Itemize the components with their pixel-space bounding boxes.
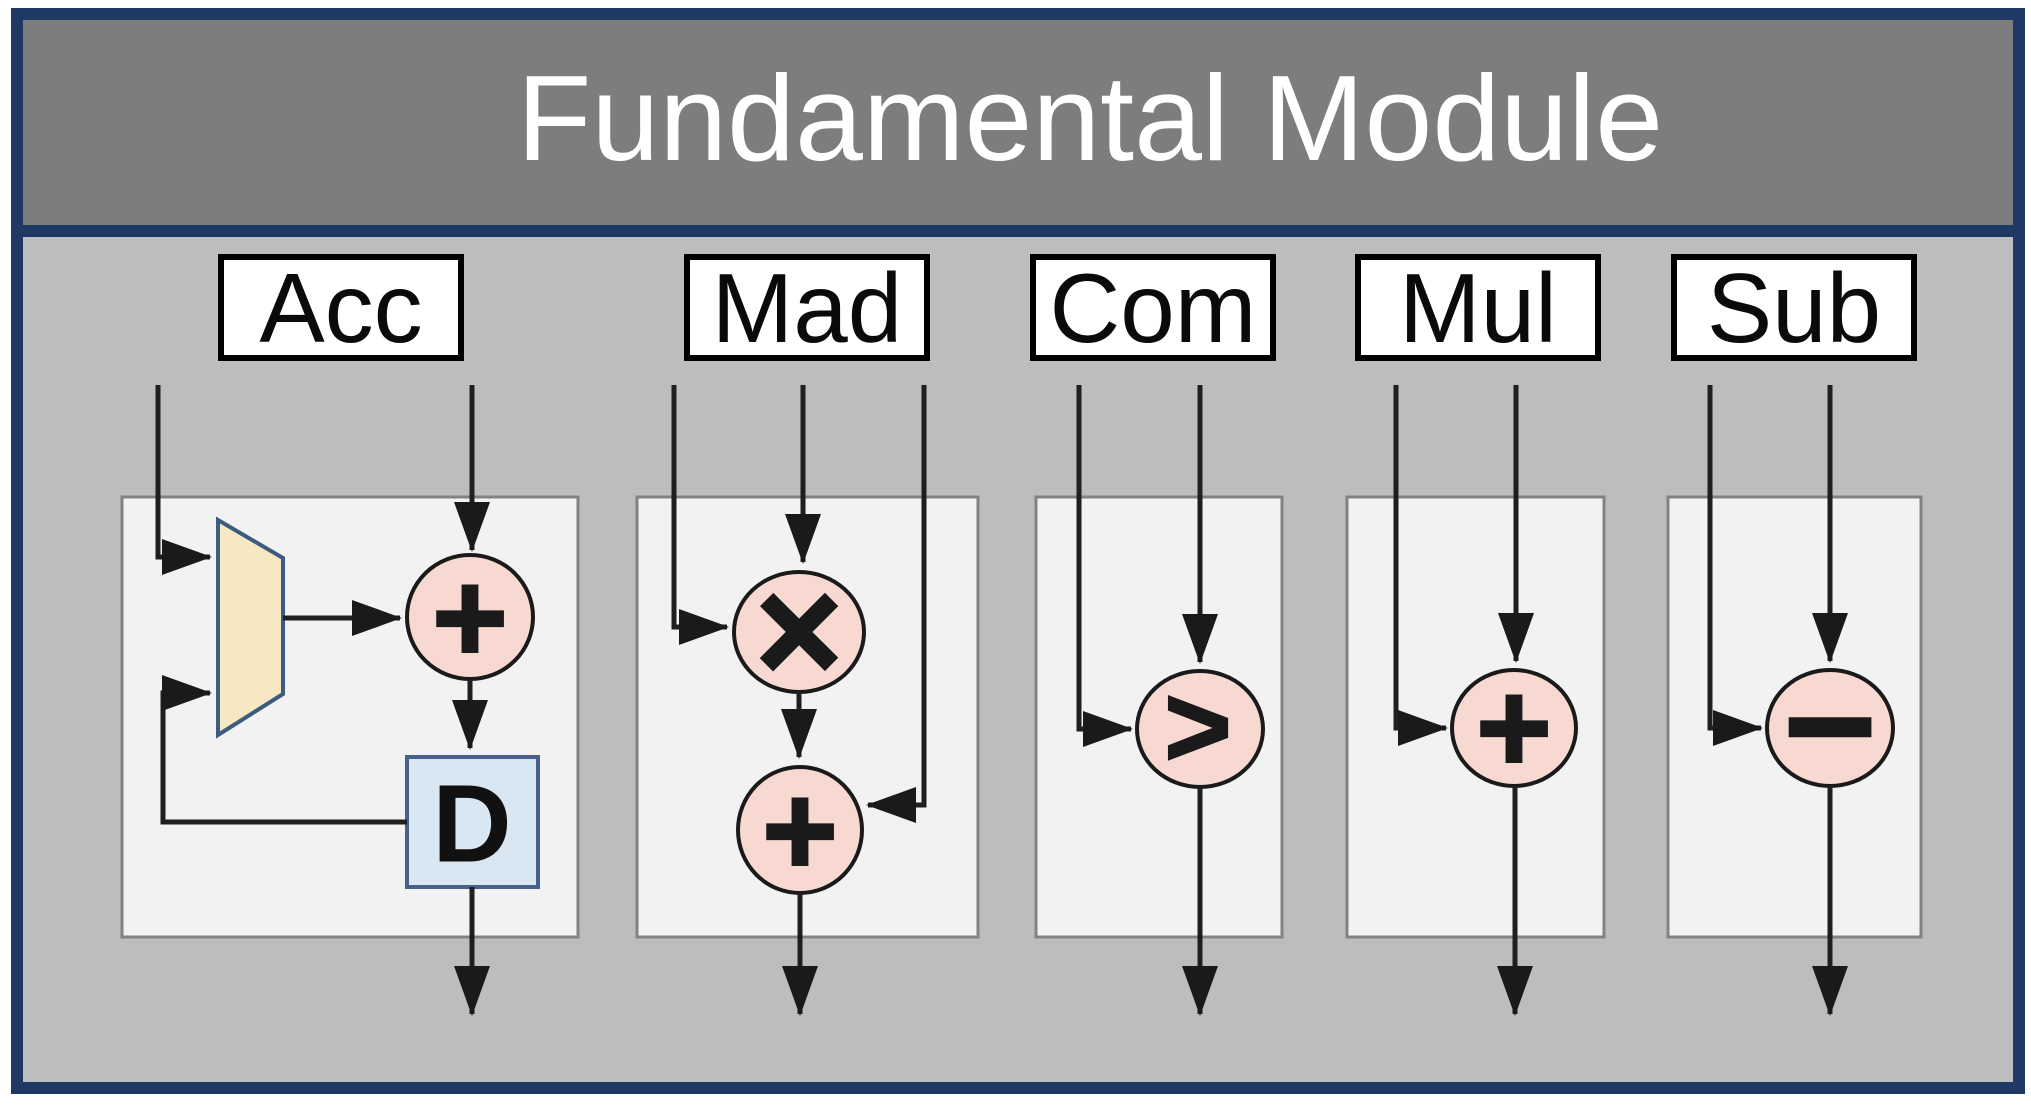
mul-input-arrow-1	[1393, 385, 1448, 746]
module-acc: Acc + D	[120, 253, 580, 1016]
module-mad: Mad × +	[635, 253, 980, 1016]
module-sub: Sub −	[1666, 253, 1923, 1016]
mad-input-arrow-1	[671, 385, 729, 645]
com-label: Com	[1050, 253, 1257, 363]
com-label-box	[1030, 254, 1276, 361]
module-header-band	[11, 8, 2025, 237]
sub-label: Sub	[1707, 253, 1881, 363]
acc-register-box	[405, 755, 540, 889]
mad-add-symbol: +	[762, 757, 838, 903]
com-input-arrow-1	[1076, 385, 1133, 747]
sub-subtract-symbol: −	[1783, 636, 1876, 815]
mad-label-box	[684, 254, 930, 361]
com-compare-symbol: >	[1164, 663, 1231, 791]
acc-add-symbol: +	[432, 544, 508, 690]
acc-input-arrow-1	[155, 385, 212, 575]
mul-label-box	[1355, 254, 1601, 361]
acc-feedback-arrow	[160, 675, 407, 825]
acc-register-label: D	[432, 763, 511, 886]
mul-op-symbol: +	[1476, 654, 1552, 800]
mad-input-arrow-3	[866, 385, 927, 823]
module-mul: Mul +	[1345, 253, 1606, 1016]
module-com: Com >	[1030, 253, 1284, 1016]
sub-input-arrow-1	[1707, 385, 1763, 746]
acc-add-circle	[405, 553, 535, 681]
mad-multiply-symbol: ×	[755, 546, 843, 714]
sub-label-box	[1671, 254, 1917, 361]
page-title: Fundamental Module	[517, 50, 1663, 186]
mad-label: Mad	[712, 253, 903, 363]
mul-label: Mul	[1399, 253, 1557, 363]
acc-mux-trapezoid	[216, 516, 285, 739]
acc-label: Acc	[259, 253, 422, 363]
acc-label-box	[218, 254, 464, 361]
